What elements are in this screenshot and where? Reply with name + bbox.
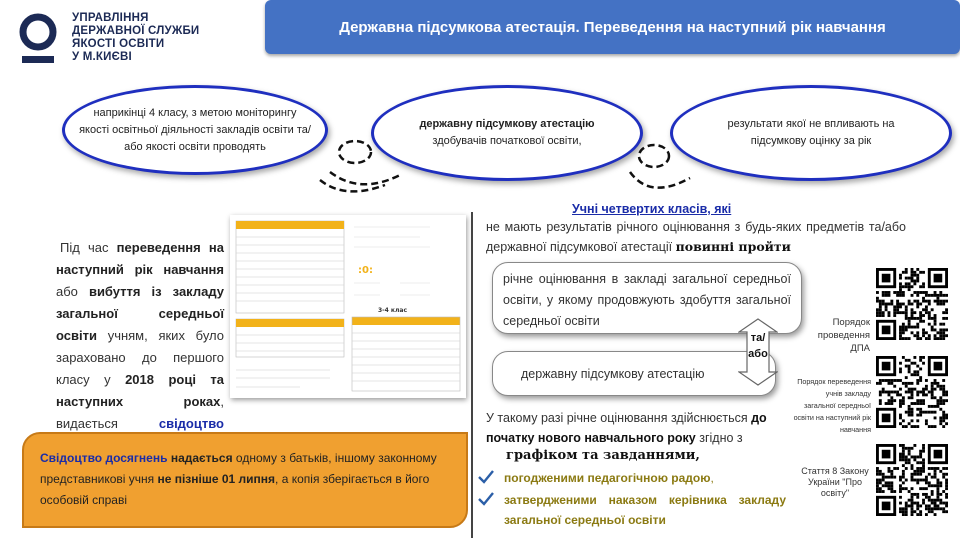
certificate-form-thumbnail: :0: 3-4 клас [230, 215, 466, 398]
bold-run: затвердженими наказом керівника закладу … [504, 493, 786, 527]
bold-run: не пізніше 01 липня [157, 472, 276, 486]
qr-code-dpa-procedure[interactable] [876, 268, 948, 340]
org-name: УПРАВЛІННЯ ДЕРЖАВНОЇ СЛУЖБИ ЯКОСТІ ОСВІТ… [72, 12, 252, 64]
qr-label-education-law: Стаття 8 Закону України "Про освіту" [801, 466, 869, 498]
oval-results-note: результати якої не впливають на підсумко… [670, 85, 952, 181]
approval-item-principal-order: затвердженими наказом керівника закладу … [478, 490, 786, 530]
org-name-line: УПРАВЛІННЯ [72, 12, 149, 24]
text-run: учням, яких було зараховано до першого к… [56, 328, 224, 387]
qr-label-transfer-procedure: Порядок переведення учнів закладу загаль… [793, 377, 871, 434]
qr-label-dpa-procedure: Порядок проведення ДПА [817, 317, 870, 354]
bold-run: 2018 році та наступних роках [56, 372, 224, 409]
students-heading: Учні четвертих класів, які [572, 202, 732, 216]
header-banner: Державна підсумкова атестація. Переведен… [265, 0, 960, 54]
bold-run: до початку нового навчального року [486, 411, 767, 445]
oval-text: здобувачів початкової освіти, [432, 135, 582, 147]
text-run: згідно з [695, 431, 743, 445]
org-name-line: У М.КИЄВІ [72, 51, 132, 63]
approval-item-pedagogical-council: погодженими педагогічною радою, [478, 468, 786, 488]
oval-state-attestation: державну підсумкову атестацію здобувачів… [371, 85, 643, 181]
state-attestation-box: державну підсумкову атестацію [492, 351, 776, 396]
transfer-paragraph: Під час переведення на наступний рік нав… [56, 237, 224, 457]
oval-text: результати якої не впливають на підсумко… [727, 118, 895, 147]
text-run: одному з батьків, іншому законному предс… [40, 451, 437, 486]
text-run: або [56, 284, 89, 299]
text-run: не мають результатів річного оцінювання … [486, 220, 906, 254]
bold-run: переведення на наступний рік навчання [56, 240, 224, 277]
qr-code-education-law[interactable] [876, 444, 948, 516]
text-run: , а копія зберігається в його особовій с… [40, 472, 430, 507]
column-divider [471, 212, 473, 538]
certificate-callout: Свідоцтво досягнень надається одному з б… [22, 432, 468, 528]
svg-text::0:: :0: [358, 265, 373, 276]
students-body: не мають результатів річного оцінювання … [486, 218, 906, 257]
double-arrow-icon [738, 318, 778, 386]
text-run: , [710, 471, 714, 485]
checkmark-icon [478, 492, 494, 506]
box-text: річне оцінювання в закладі загальної сер… [503, 272, 791, 328]
checkmark-icon [478, 470, 494, 484]
bold-run: надається [167, 451, 233, 465]
text-run: Під час [60, 240, 117, 255]
annual-assessment-box: річне оцінювання в закладі загальної сер… [492, 262, 802, 334]
assessment-timing-text: У такому разі річне оцінювання здійснюєт… [486, 408, 786, 448]
and-or-label: та/ або [748, 332, 768, 360]
bold-run: погодженими педагогічною радою [504, 471, 711, 485]
text-run: , видається [56, 394, 224, 431]
oval-text: наприкінці 4 класу, з метою моніторингу … [79, 106, 311, 153]
oval-end-of-grade-4: наприкінці 4 класу, з метою моніторингу … [62, 85, 328, 175]
form-grade-label: 3-4 клас [378, 307, 407, 314]
callout-highlight: Свідоцтво досягнень [40, 451, 168, 465]
org-name-line: ЯКОСТІ ОСВІТИ [72, 38, 165, 50]
schedule-tasks-text: графіком та завданнями, [506, 448, 700, 463]
bold-run: повинні пройти [675, 239, 791, 254]
org-name-line: ДЕРЖАВНОЇ СЛУЖБИ [72, 25, 200, 37]
logo-icon [19, 13, 57, 63]
text-run: У такому разі річне оцінювання здійснюєт… [486, 411, 752, 425]
oval-bold-text: державну підсумкову атестацію [419, 118, 595, 130]
page-title: Державна підсумкова атестація. Переведен… [339, 18, 886, 36]
bold-run: вибуття із закладу загальної середньої о… [56, 284, 224, 343]
qr-code-transfer-procedure[interactable] [876, 356, 948, 428]
box-text: державну підсумкову атестацію [521, 366, 705, 381]
